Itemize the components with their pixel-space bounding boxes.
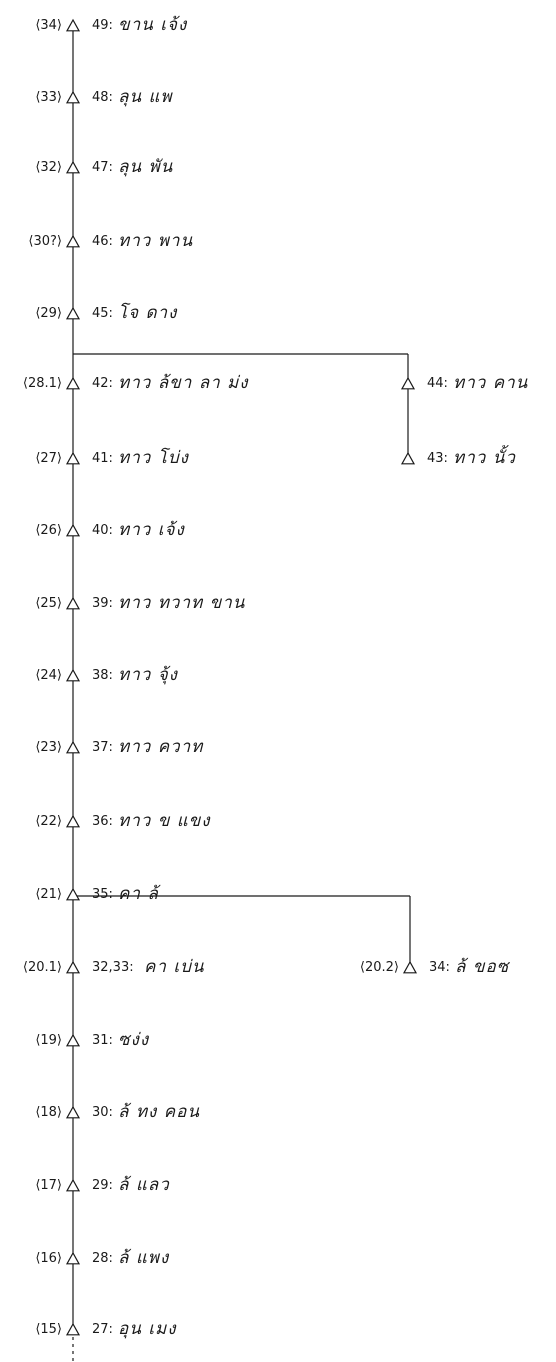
person-node-triangle <box>65 306 81 320</box>
person-name: ล้ แพง <box>118 1248 170 1268</box>
person-name: ล้ แลว <box>118 1175 170 1195</box>
generation-label: ⟨33⟩ <box>35 90 62 105</box>
generation-label: ⟨23⟩ <box>35 740 62 755</box>
person-name: ลุน พัน <box>118 157 174 177</box>
generation-label: ⟨28.1⟩ <box>22 376 62 391</box>
person-node-triangle <box>65 18 81 32</box>
branch-person-name: ทาว คาน <box>453 373 529 393</box>
person-node-triangle <box>65 960 81 974</box>
generation-label: ⟨34⟩ <box>35 18 62 33</box>
branch-person-node-triangle <box>400 451 416 465</box>
generation-label: ⟨30?⟩ <box>28 234 62 249</box>
person-number: 27: <box>92 1322 113 1337</box>
person-number: 42: <box>92 376 113 391</box>
person-node-triangle <box>65 668 81 682</box>
person-name: ล้ ทง คอน <box>118 1102 200 1122</box>
person-node-triangle <box>65 451 81 465</box>
branch-person-number: 34: <box>429 960 450 975</box>
person-name: ซง่ง <box>118 1030 150 1050</box>
person-number: 32,33: <box>92 960 134 975</box>
branch-person-node-triangle <box>402 960 418 974</box>
person-name: ขาน เจ้ง <box>118 15 188 35</box>
person-node-triangle <box>65 1322 81 1336</box>
person-name: คา ล้ <box>118 884 159 904</box>
generation-label: ⟨27⟩ <box>35 451 62 466</box>
person-name: ทาว ข แขง <box>118 811 211 831</box>
person-node-triangle <box>65 1251 81 1265</box>
person-node-triangle <box>65 814 81 828</box>
person-node-triangle <box>65 1105 81 1119</box>
person-name: ทาว ควาท <box>118 737 204 757</box>
person-name: คา เบ่น <box>144 957 205 977</box>
person-number: 48: <box>92 90 113 105</box>
person-number: 35: <box>92 887 113 902</box>
person-number: 49: <box>92 18 113 33</box>
person-number: 41: <box>92 451 113 466</box>
branch-generation-label: ⟨20.2⟩ <box>359 960 399 975</box>
generation-label: ⟨19⟩ <box>35 1033 62 1048</box>
person-number: 40: <box>92 523 113 538</box>
person-number: 45: <box>92 306 113 321</box>
person-number: 37: <box>92 740 113 755</box>
person-name: ทาว เจ้ง <box>118 520 185 540</box>
person-number: 36: <box>92 814 113 829</box>
person-name: โจ ดาง <box>118 303 178 323</box>
person-number: 29: <box>92 1178 113 1193</box>
generation-label: ⟨21⟩ <box>35 887 62 902</box>
generation-label: ⟨25⟩ <box>35 596 62 611</box>
person-number: 28: <box>92 1251 113 1266</box>
generation-label: ⟨24⟩ <box>35 668 62 683</box>
generation-label: ⟨18⟩ <box>35 1105 62 1120</box>
generation-label: ⟨16⟩ <box>35 1251 62 1266</box>
branch-person-number: 43: <box>427 451 448 466</box>
branch-person-node-triangle <box>400 376 416 390</box>
person-node-triangle <box>65 887 81 901</box>
person-name: ลุน แพ <box>118 87 173 107</box>
person-node-triangle <box>65 234 81 248</box>
person-node-triangle <box>65 740 81 754</box>
person-number: 47: <box>92 160 113 175</box>
person-name: อุน เมง <box>118 1319 177 1339</box>
person-number: 46: <box>92 234 113 249</box>
person-name: ทาว ล้ขา ลา ม่ง <box>118 373 249 393</box>
person-node-triangle <box>65 596 81 610</box>
person-node-triangle <box>65 1033 81 1047</box>
person-name: ทาว จุ้ง <box>118 665 178 685</box>
generation-label: ⟨17⟩ <box>35 1178 62 1193</box>
generation-label: ⟨26⟩ <box>35 523 62 538</box>
person-number: 31: <box>92 1033 113 1048</box>
person-node-triangle <box>65 523 81 537</box>
generation-label: ⟨29⟩ <box>35 306 62 321</box>
generation-label: ⟨32⟩ <box>35 160 62 175</box>
person-node-triangle <box>65 90 81 104</box>
generation-label: ⟨20.1⟩ <box>22 960 62 975</box>
branch-person-name: ล้ ขอซ <box>455 957 510 977</box>
person-number: 38: <box>92 668 113 683</box>
branch-person-number: 44: <box>427 376 448 391</box>
person-name: ทาว โบ่ง <box>118 448 189 468</box>
person-number: 39: <box>92 596 113 611</box>
person-node-triangle <box>65 376 81 390</box>
generation-label: ⟨22⟩ <box>35 814 62 829</box>
branch-person-name: ทาว นั้ว <box>453 448 516 468</box>
person-node-triangle <box>65 1178 81 1192</box>
person-name: ทาว พาน <box>118 231 194 251</box>
person-name: ทาว ทวาท ขาน <box>118 593 246 613</box>
person-node-triangle <box>65 160 81 174</box>
generation-label: ⟨15⟩ <box>35 1322 62 1337</box>
person-number: 30: <box>92 1105 113 1120</box>
